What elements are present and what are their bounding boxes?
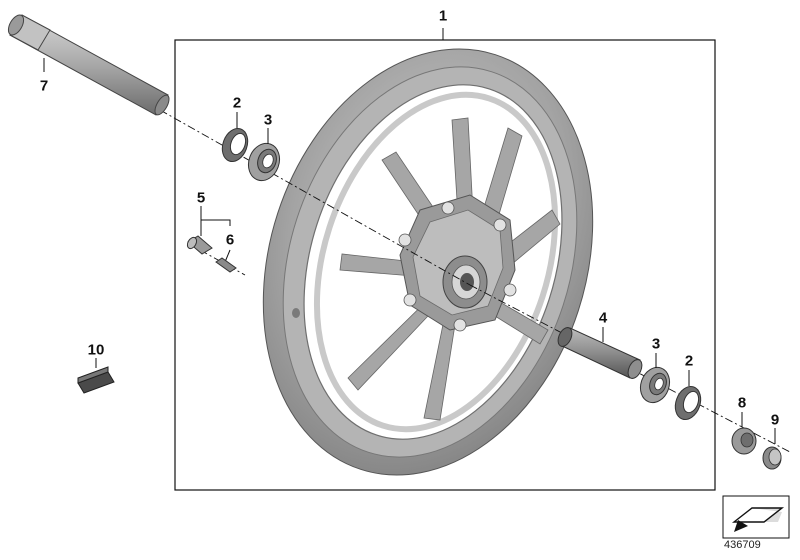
callout-10: 10 [87, 341, 105, 359]
valve-icon [186, 235, 213, 255]
valve-cap-icon [215, 257, 237, 273]
bearing-icon [247, 142, 281, 182]
callout-2: 2 [232, 94, 242, 112]
seal-ring-icon [674, 386, 702, 420]
callout-4: 4 [598, 309, 608, 327]
screw-plug-icon [762, 446, 782, 470]
assembly-frame [174, 39, 716, 491]
callout-6: 6 [225, 231, 235, 249]
callout-7: 7 [39, 77, 49, 95]
leader-5-6 [200, 206, 231, 226]
bearing-icon [639, 366, 671, 404]
callout-8: 8 [737, 394, 747, 412]
callout-5: 5 [196, 189, 206, 207]
leader-6 [224, 249, 231, 263]
balance-weight-icon [77, 366, 115, 394]
spacer-sleeve-icon [557, 327, 643, 379]
front-wheel-icon [262, 48, 594, 476]
callout-2-right: 2 [684, 352, 694, 370]
callout-9: 9 [770, 411, 780, 429]
travel-direction-arrow-icon [722, 495, 790, 539]
callout-3-right: 3 [651, 335, 661, 353]
axle-icon [7, 14, 170, 116]
document-number: 436709 [724, 539, 761, 551]
collar-nut-icon [731, 427, 757, 455]
callout-3: 3 [263, 111, 273, 129]
seal-ring-icon [221, 128, 249, 162]
callout-1: 1 [438, 7, 448, 25]
